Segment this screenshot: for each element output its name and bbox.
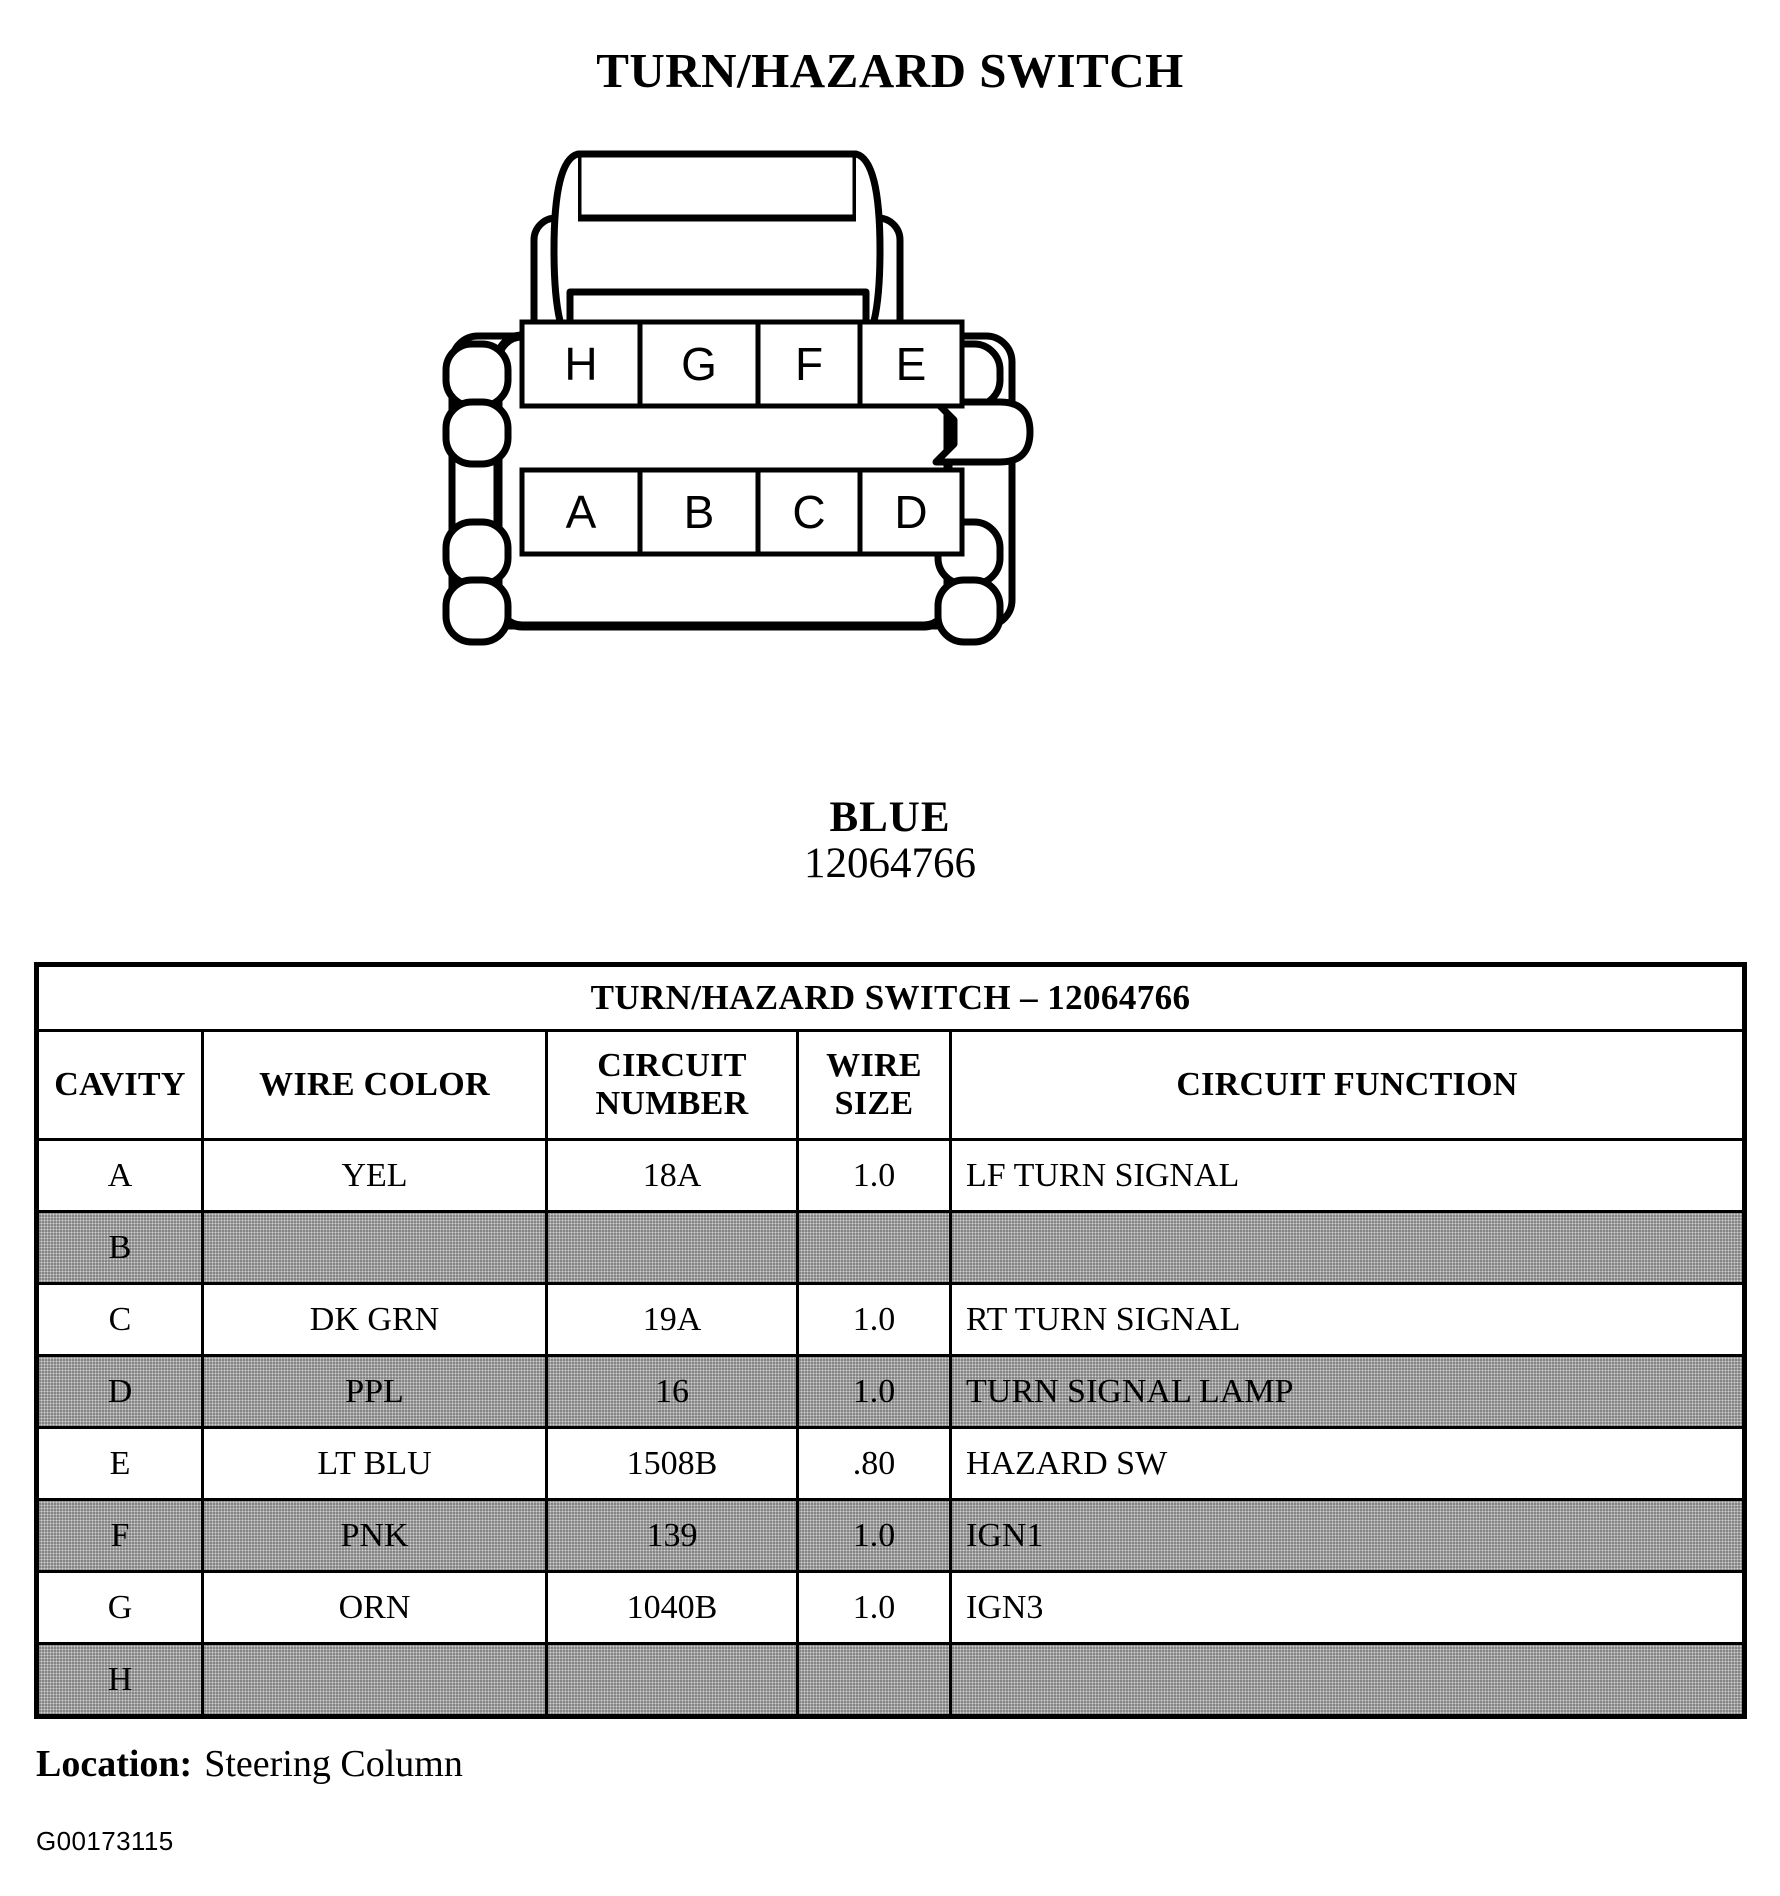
cell-circuit-function <box>948 1642 1747 1718</box>
cell-wire-size: 1.0 <box>796 1354 952 1429</box>
cell-circuit-number: 16 <box>545 1354 799 1429</box>
connector-part-number: 12064766 <box>804 840 976 888</box>
connector-caption: BLUE 12064766 <box>0 794 1780 888</box>
cell-wire-color: YEL <box>201 1138 548 1213</box>
cell-wire-size: 1.0 <box>796 1138 952 1213</box>
location-line: Location: Steering Column <box>36 1742 463 1786</box>
page-title: TURN/HAZARD SWITCH <box>596 43 1184 98</box>
pinout-table-head: TURN/HAZARD SWITCH – 12064766 CAVITY WIR… <box>34 963 1747 1141</box>
cell-wire-color: DK GRN <box>201 1282 548 1357</box>
cell-cavity: H <box>35 1642 204 1718</box>
cell-circuit-function: IGN3 <box>948 1570 1747 1645</box>
cell-wire-size: 1.0 <box>796 1282 952 1357</box>
pin-grid <box>519 319 965 557</box>
cell-circuit-number: 18A <box>545 1138 799 1213</box>
cell-wire-color: PNK <box>201 1498 548 1573</box>
connector-drawing: H G F E A B C D <box>442 150 1034 646</box>
cell-circuit-number: 139 <box>545 1498 799 1573</box>
connector-tab-left-lower <box>442 398 512 468</box>
column-header-wire-size: WIRE SIZE <box>796 1029 952 1141</box>
cell-circuit-function: RT TURN SIGNAL <box>948 1282 1747 1357</box>
cell-wire-color <box>201 1642 548 1718</box>
cell-circuit-number <box>545 1642 799 1718</box>
table-row: G ORN 1040B 1.0 IGN3 <box>35 1570 1747 1645</box>
column-header-wire-size-line2: SIZE <box>834 1085 914 1122</box>
pin-cell-A <box>519 467 643 557</box>
table-row: C DK GRN 19A 1.0 RT TURN SIGNAL <box>35 1282 1747 1357</box>
pin-cell-C <box>755 467 863 557</box>
table-row: B <box>35 1210 1747 1285</box>
cell-circuit-function: IGN1 <box>948 1498 1747 1573</box>
cell-cavity: E <box>35 1426 204 1501</box>
pin-cell-B <box>637 467 761 557</box>
pin-label-B: B <box>684 486 715 538</box>
pin-label-A: A <box>566 486 597 538</box>
cell-cavity: G <box>35 1570 204 1645</box>
cell-cavity: F <box>35 1498 204 1573</box>
connector-diagram: H G F E A B C D <box>430 140 1070 660</box>
connector-tab-left-bottom-lower <box>442 576 512 646</box>
pin-label-D: D <box>894 486 927 538</box>
cell-cavity: D <box>35 1354 204 1429</box>
cell-wire-color: LT BLU <box>201 1426 548 1501</box>
pin-cell-D <box>857 467 965 557</box>
pinout-table: TURN/HAZARD SWITCH – 12064766 CAVITY WIR… <box>34 962 1748 1719</box>
table-title: TURN/HAZARD SWITCH – 12064766 <box>34 963 1747 1032</box>
cell-circuit-number: 1508B <box>545 1426 799 1501</box>
pinout-table-body: A YEL 18A 1.0 LF TURN SIGNAL B C DK GRN … <box>35 1138 1747 1718</box>
cell-wire-color <box>201 1210 548 1285</box>
connector-tab-left-upper <box>442 340 512 410</box>
pin-labels: H G F E A B C D <box>564 338 927 538</box>
pin-label-E: E <box>896 338 927 390</box>
table-row: H <box>35 1642 1747 1718</box>
cell-wire-size <box>796 1642 952 1718</box>
pin-row-bottom <box>519 467 965 557</box>
connector-keyway-tab-right <box>932 398 1034 466</box>
cell-wire-size: 1.0 <box>796 1498 952 1573</box>
pin-label-C: C <box>792 486 825 538</box>
cell-wire-size: 1.0 <box>796 1570 952 1645</box>
location-value: Steering Column <box>204 1743 463 1785</box>
column-header-circuit-number: CIRCUIT NUMBER <box>545 1029 799 1141</box>
connector-color-label: BLUE <box>829 794 951 841</box>
pin-cell-F <box>755 319 863 409</box>
column-header-circuit-number-line2: NUMBER <box>595 1085 749 1122</box>
pin-cell-G <box>637 319 761 409</box>
column-header-wire-color: WIRE COLOR <box>201 1029 548 1141</box>
cell-cavity: A <box>35 1138 204 1213</box>
column-header-circuit-function: CIRCUIT FUNCTION <box>948 1029 1747 1141</box>
column-header-wire-size-line1: WIRE <box>826 1046 922 1084</box>
pin-row-top <box>519 319 965 409</box>
column-header-cavity: CAVITY <box>35 1029 204 1141</box>
cell-circuit-number <box>545 1210 799 1285</box>
table-header-row: CAVITY WIRE COLOR CIRCUIT NUMBER WIRE SI… <box>35 1029 1747 1141</box>
cell-cavity: B <box>35 1210 204 1285</box>
connector-tab-left-bottom-upper <box>442 518 512 588</box>
pin-label-F: F <box>795 338 823 390</box>
pin-label-H: H <box>564 338 597 390</box>
table-row: E LT BLU 1508B .80 HAZARD SW <box>35 1426 1747 1501</box>
figure-id: G00173115 <box>36 1826 174 1856</box>
pin-cell-E <box>857 319 965 409</box>
cell-wire-color: PPL <box>201 1354 548 1429</box>
cell-circuit-function: HAZARD SW <box>948 1426 1747 1501</box>
cell-wire-size <box>796 1210 952 1285</box>
table-row: F PNK 139 1.0 IGN1 <box>35 1498 1747 1573</box>
table-title-row: TURN/HAZARD SWITCH – 12064766 <box>34 963 1747 1032</box>
cell-circuit-function <box>948 1210 1747 1285</box>
table-row: D PPL 16 1.0 TURN SIGNAL LAMP <box>35 1354 1747 1429</box>
location-label: Location: <box>36 1743 193 1785</box>
table-row: A YEL 18A 1.0 LF TURN SIGNAL <box>35 1138 1747 1213</box>
connector-tab-right-bottom-lower <box>934 576 1004 646</box>
cell-circuit-function: TURN SIGNAL LAMP <box>948 1354 1747 1429</box>
cell-circuit-number: 1040B <box>545 1570 799 1645</box>
cell-wire-color: ORN <box>201 1570 548 1645</box>
cell-cavity: C <box>35 1282 204 1357</box>
cell-wire-size: .80 <box>796 1426 952 1501</box>
cell-circuit-function: LF TURN SIGNAL <box>948 1138 1747 1213</box>
column-header-circuit-number-line1: CIRCUIT <box>597 1046 747 1084</box>
cell-circuit-number: 19A <box>545 1282 799 1357</box>
pin-label-G: G <box>681 338 717 390</box>
